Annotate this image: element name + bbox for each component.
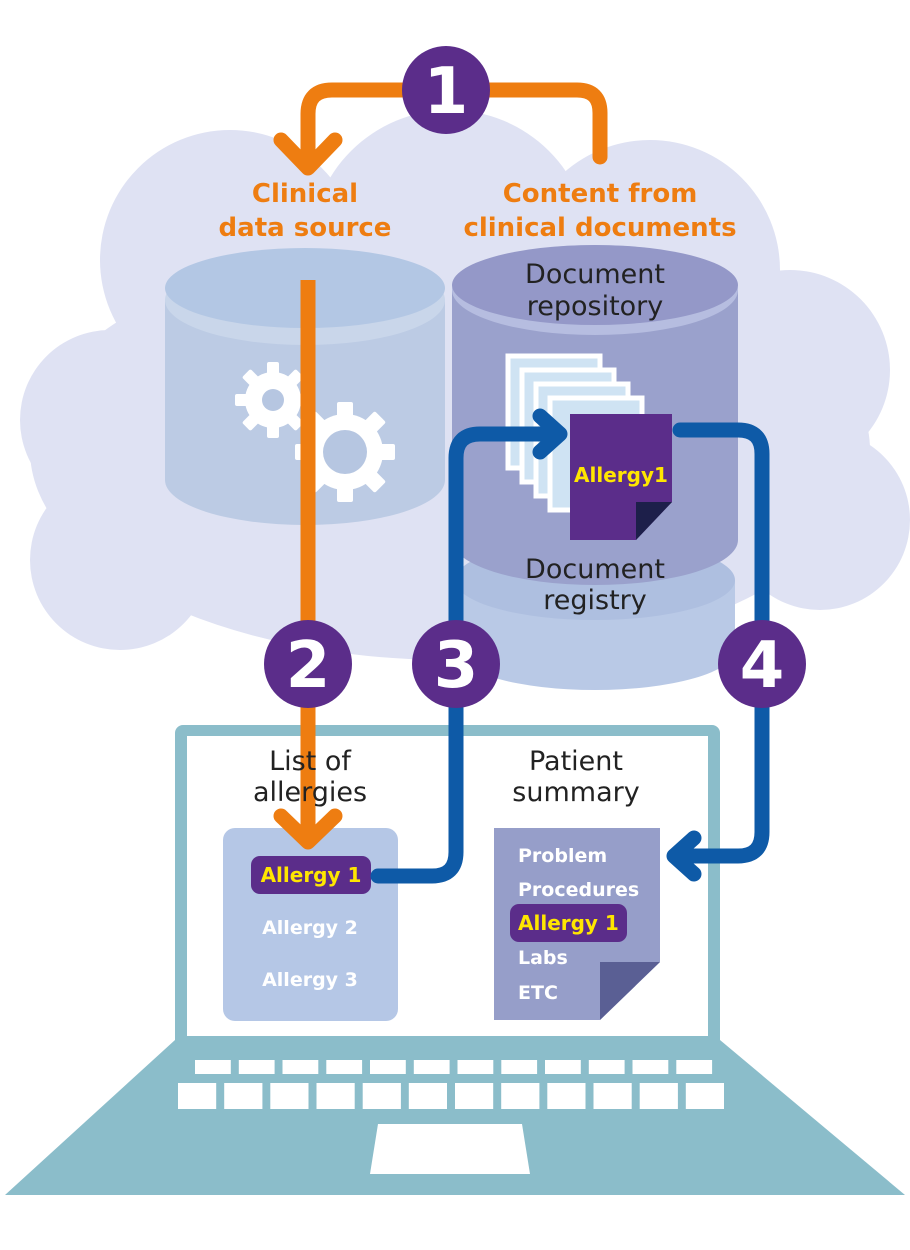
summary-highlight: [510, 904, 627, 942]
summary-item: ETC: [518, 982, 558, 1004]
step-badge-4: 4: [718, 620, 806, 708]
step-number-4: 4: [740, 629, 785, 703]
keyboard-key: [224, 1083, 263, 1109]
step-badge-3: 3: [412, 620, 500, 708]
keyboard-key: [593, 1083, 632, 1109]
registry-line-1: Document: [525, 554, 665, 585]
keyboard-key: [408, 1083, 447, 1109]
keyboard-key: [639, 1083, 678, 1109]
keyboard-key: [457, 1060, 494, 1074]
allergy-list-highlight: [251, 856, 371, 894]
keyboard-key: [685, 1083, 724, 1109]
keyboard-key: [501, 1083, 540, 1109]
summary-item: Labs: [518, 947, 568, 969]
keyboard-key: [326, 1060, 363, 1074]
keyboard-key: [370, 1060, 406, 1074]
summary-title-line-2: summary: [512, 777, 639, 808]
keyboard-key: [547, 1083, 586, 1109]
keyboard-key: [413, 1060, 450, 1074]
keyboard-key: [178, 1083, 217, 1109]
list-title-line-1: List of: [269, 746, 352, 777]
allergy-list-item: Allergy 2: [262, 917, 358, 939]
step-badge-1: 1: [402, 46, 490, 134]
content-docs-line-1: Content from: [503, 179, 698, 209]
keyboard-key: [316, 1083, 355, 1109]
clinical-source-line-2: data source: [219, 213, 392, 243]
keyboard-key: [588, 1060, 625, 1074]
clinical-source-line-1: Clinical: [252, 179, 358, 209]
allergy-list-item: Allergy 1: [261, 863, 362, 887]
summary-title-line-1: Patient: [529, 746, 623, 777]
keyboard-key: [270, 1083, 309, 1109]
content-docs-line-2: clinical documents: [463, 213, 736, 243]
step-badge-2: 2: [264, 620, 352, 708]
keyboard-key: [632, 1060, 669, 1074]
keyboard-key: [195, 1060, 231, 1074]
keyboard-key: [676, 1060, 713, 1074]
keyboard-key: [545, 1060, 581, 1074]
summary-item: Procedures: [518, 879, 639, 901]
gear-icon: [235, 362, 395, 502]
list-title-line-2: allergies: [253, 777, 367, 808]
step-number-3: 3: [434, 629, 479, 703]
summary-item: Allergy 1: [518, 911, 619, 935]
keyboard-key: [238, 1060, 275, 1074]
keyboard-key: [455, 1083, 494, 1109]
summary-item: Problem: [518, 845, 607, 867]
allergy-list-item: Allergy 3: [262, 969, 358, 991]
registry-line-2: registry: [543, 585, 647, 616]
step-number-2: 2: [286, 629, 331, 703]
step-number-1: 1: [424, 55, 469, 129]
keyboard-key: [362, 1083, 401, 1109]
keyboard-key: [501, 1060, 538, 1074]
document-tag: Allergy1: [574, 463, 668, 487]
repository-line-1: Document: [525, 259, 665, 290]
keyboard-key: [282, 1060, 319, 1074]
repository-line-2: repository: [527, 291, 664, 322]
